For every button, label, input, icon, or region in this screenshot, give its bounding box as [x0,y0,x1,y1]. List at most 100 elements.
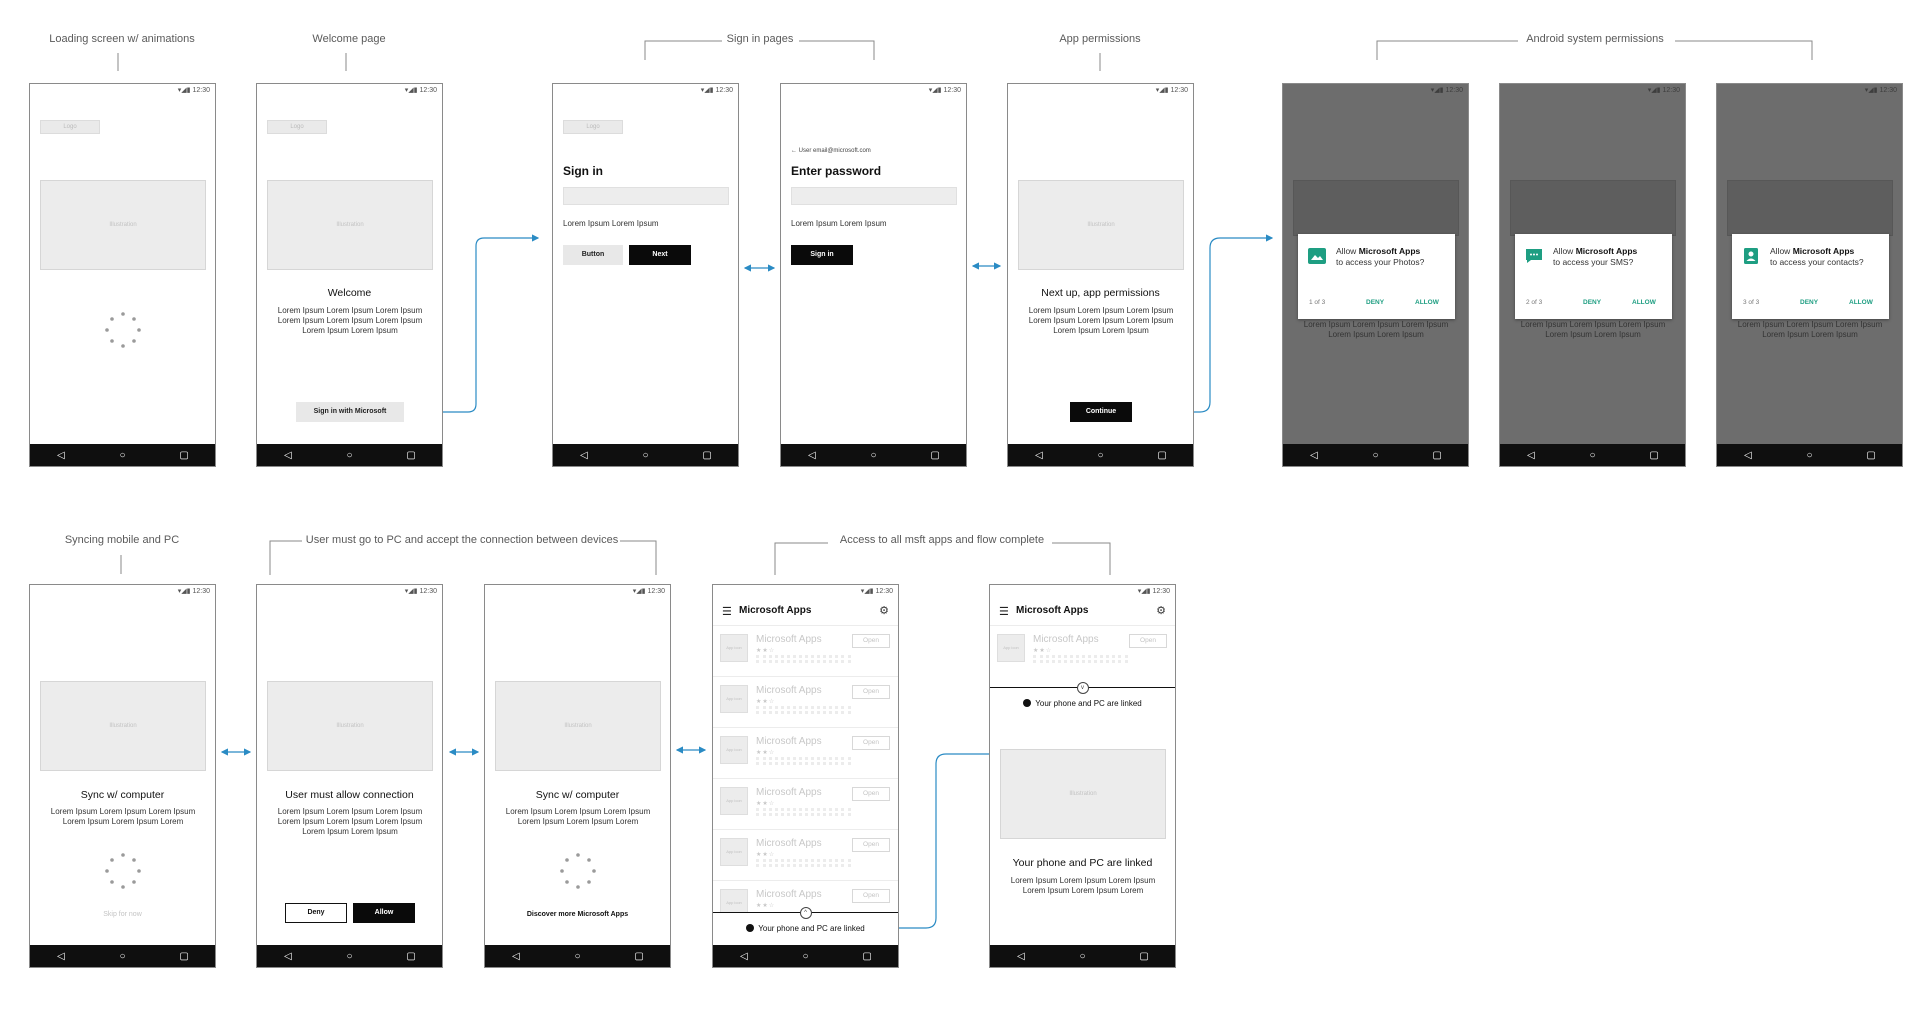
linked-title: Your phone and PC are linked [1012,857,1153,869]
back-icon[interactable]: ◁ [1016,950,1025,962]
list-item[interactable]: App icon Microsoft Apps ★★☆ Open [713,727,898,777]
list-item[interactable]: App icon Microsoft Apps ★★☆ Open [713,829,898,879]
open-button[interactable]: Open [852,736,890,750]
deny-button[interactable]: DENY [1800,299,1819,306]
android-navbar: ◁ ○ ▢ [257,945,442,967]
home-icon[interactable]: ○ [119,950,126,962]
android-navbar: ◁ ○ ▢ [1283,444,1468,466]
open-button[interactable]: Open [1129,634,1167,648]
recent-apps-icon[interactable]: ▢ [179,449,189,461]
home-icon[interactable]: ○ [642,449,649,461]
back-icon[interactable]: ◁ [1309,449,1318,461]
home-icon[interactable]: ○ [119,449,126,461]
sign-in-title: Sign in [563,164,603,178]
back-icon[interactable]: ◁ [56,950,65,962]
check-icon [1023,699,1032,707]
home-icon[interactable]: ○ [802,950,809,962]
open-button[interactable]: Open [852,634,890,648]
status-bar: ▾◢▮ 12:30 [1864,87,1897,94]
home-icon[interactable]: ○ [346,950,353,962]
continue-button[interactable]: Continue [1070,402,1132,422]
deny-button[interactable]: DENY [1583,299,1602,306]
label-welcome: Welcome page [312,33,386,45]
app-header: ☰ Microsoft Apps ⚙ [990,601,1175,623]
recent-apps-icon[interactable]: ▢ [179,950,189,962]
list-item[interactable]: App icon Microsoft Apps ★★☆ Open [713,778,898,828]
home-icon[interactable]: ○ [574,950,581,962]
password-field[interactable] [791,187,957,205]
recent-apps-icon[interactable]: ▢ [930,449,940,461]
skip-for-now-link[interactable]: Skip for now [103,911,142,918]
arrow-back-icon[interactable]: ← [791,148,797,154]
check-icon [746,924,755,932]
recent-apps-icon[interactable]: ▢ [1432,449,1442,461]
sign-in-with-microsoft-button[interactable]: Sign in with Microsoft [296,402,404,422]
allow-button[interactable]: ALLOW [1632,299,1656,306]
open-button[interactable]: Open [852,787,890,801]
back-icon[interactable]: ◁ [511,950,520,962]
list-item[interactable]: App icon Microsoft Apps ★★☆ Open [713,625,898,675]
menu-icon[interactable]: ☰ [999,606,1009,618]
allow-button[interactable]: ALLOW [1849,299,1873,306]
recent-apps-icon[interactable]: ▢ [634,950,644,962]
rating-stars: ★★☆ [756,801,776,807]
recent-apps-icon[interactable]: ▢ [1157,449,1167,461]
status-bar: ▾◢▮ 12:30 [632,588,665,595]
home-icon[interactable]: ○ [346,449,353,461]
list-item[interactable]: App icon Microsoft Apps ★★☆ Open [990,625,1175,675]
label-app-permissions: App permissions [1059,33,1141,45]
open-button[interactable]: Open [852,838,890,852]
home-icon[interactable]: ○ [870,449,877,461]
open-button[interactable]: Open [852,685,890,699]
list-item[interactable]: App icon Microsoft Apps ★★☆ Open [713,676,898,726]
back-icon[interactable]: ◁ [283,449,292,461]
email-row[interactable]: ← User email@microsoft.com [791,148,871,154]
recent-apps-icon[interactable]: ▢ [406,449,416,461]
secondary-button[interactable]: Button [563,245,623,265]
recent-apps-icon[interactable]: ▢ [1139,950,1149,962]
recent-apps-icon[interactable]: ▢ [862,950,872,962]
linked-body: Lorem Ipsum Lorem Ipsum Lorem Ipsum Lore… [1010,876,1156,895]
allow-button[interactable]: Allow [353,903,415,923]
app-permissions-body: Lorem Ipsum Lorem Ipsum Lorem Ipsum Lore… [1028,306,1174,335]
recent-apps-icon[interactable]: ▢ [1649,449,1659,461]
back-icon[interactable]: ◁ [807,449,816,461]
next-button[interactable]: Next [629,245,691,265]
illustration-placeholder: Illustration [1000,749,1166,839]
home-icon[interactable]: ○ [1372,449,1379,461]
home-icon[interactable]: ○ [1806,449,1813,461]
description-placeholder [756,757,851,765]
gear-icon[interactable]: ⚙ [1156,605,1166,617]
rating-stars: ★★☆ [756,750,776,756]
deny-button[interactable]: Deny [285,903,347,923]
linked-status-bar[interactable]: ^ Your phone and PC are linked [713,907,898,946]
rating-stars: ★★☆ [756,699,776,705]
home-icon[interactable]: ○ [1589,449,1596,461]
logo-placeholder: Logo [563,120,623,134]
sign-in-button[interactable]: Sign in [791,245,853,265]
recent-apps-icon[interactable]: ▢ [1866,449,1876,461]
back-icon[interactable]: ◁ [1743,449,1752,461]
discover-more-apps-link[interactable]: Discover more Microsoft Apps [526,911,629,918]
back-icon[interactable]: ◁ [1526,449,1535,461]
back-icon[interactable]: ◁ [283,950,292,962]
password-body: Lorem Ipsum Lorem Ipsum [791,219,887,228]
back-icon[interactable]: ◁ [1034,449,1043,461]
gear-icon[interactable]: ⚙ [879,605,889,617]
recent-apps-icon[interactable]: ▢ [702,449,712,461]
back-icon[interactable]: ◁ [56,449,65,461]
loading-spinner-icon [104,312,141,348]
chevron-down-icon[interactable]: v [1076,682,1089,694]
android-navbar: ◁ ○ ▢ [781,444,966,466]
email-field[interactable] [563,187,729,205]
chevron-up-icon[interactable]: ^ [799,907,812,919]
deny-button[interactable]: DENY [1366,299,1385,306]
recent-apps-icon[interactable]: ▢ [406,950,416,962]
home-icon[interactable]: ○ [1079,950,1086,962]
home-icon[interactable]: ○ [1097,449,1104,461]
open-button[interactable]: Open [852,889,890,903]
back-icon[interactable]: ◁ [739,950,748,962]
menu-icon[interactable]: ☰ [722,606,732,618]
allow-button[interactable]: ALLOW [1415,299,1439,306]
back-icon[interactable]: ◁ [579,449,588,461]
